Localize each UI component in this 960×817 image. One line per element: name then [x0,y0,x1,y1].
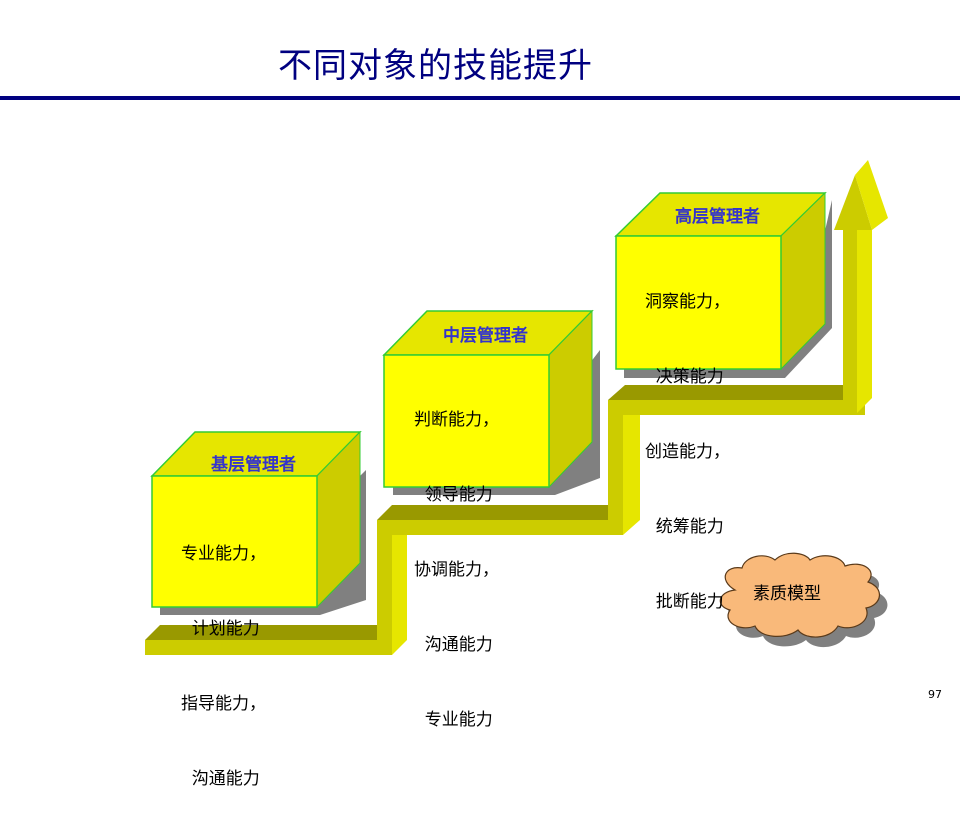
skill-item: 协调能力， [414,560,499,580]
level-title-2: 中层管理者 [443,326,528,346]
skill-item: 指导能力， [181,694,266,714]
staircase-diagram [145,160,888,655]
skill-item: 专业能力 [414,710,493,730]
slide-title: 不同对象的技能提升 [278,46,593,86]
skill-item: 洞察能力， [645,292,730,312]
skill-item: 批断能力 [645,592,724,612]
title-rule [0,96,960,100]
skill-item: 专业能力， [181,544,266,564]
skill-item: 沟通能力 [414,635,493,655]
page-number: 97 [928,688,942,701]
level-title-3: 高层管理者 [675,207,760,227]
skill-item: 沟通能力 [181,769,260,789]
skill-item: 决策能力 [645,367,724,387]
skill-item: 领导能力 [414,485,493,505]
level-title-1: 基层管理者 [211,455,296,475]
cloud-shape [719,552,888,648]
skill-item: 判断能力， [414,410,499,430]
skill-item: 创造能力， [645,442,730,462]
skill-list-2: 判断能力， 领导能力 协调能力， 沟通能力 专业能力 [414,358,499,758]
skill-item: 计划能力 [181,619,260,639]
skill-list-1: 专业能力， 计划能力 指导能力， 沟通能力 [181,492,266,817]
cloud-label: 素质模型 [753,584,821,604]
level-box-1 [150,430,366,615]
staircase-path [145,160,888,655]
skill-item: 统筹能力 [645,517,724,537]
level-box-2 [382,309,600,495]
skill-list-3: 洞察能力， 决策能力 创造能力， 统筹能力 批断能力 [645,240,730,640]
level-box-3 [614,191,832,378]
